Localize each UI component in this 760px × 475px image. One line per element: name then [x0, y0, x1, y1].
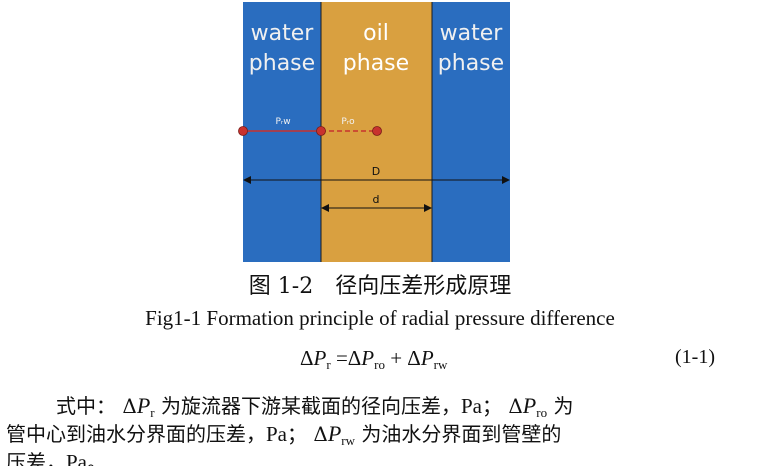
diameter-d-label: d	[373, 193, 380, 206]
oil-phase-label-2: phase	[343, 51, 409, 76]
left-phase-label-2: phase	[249, 51, 315, 76]
left-phase-label-1: water	[251, 21, 315, 46]
diameter-D-label: D	[372, 165, 380, 178]
body-line-1: 式中： ΔPr 为旋流器下游某截面的径向压差，Pa； ΔPro 为	[56, 393, 574, 420]
figure-caption-en: Fig1-1 Formation principle of radial pre…	[145, 306, 615, 330]
figure-caption-cn: 图 1-2 径向压差形成原理	[248, 274, 512, 299]
right-phase-label-1: water	[440, 21, 504, 46]
figure-diagram: water phase oil phase water phase Pᵣw Pᵣ…	[238, 2, 510, 262]
prw-label: Pᵣw	[275, 117, 290, 127]
center-point	[372, 126, 382, 136]
equation: ΔPr =ΔPro + ΔPrw	[300, 346, 448, 372]
water-phase-panel-right	[432, 2, 510, 262]
water-phase-panel-left	[243, 2, 321, 262]
equation-number: (1-1)	[675, 346, 715, 368]
oil-phase-label-1: oil	[363, 21, 389, 46]
page-cut-edge	[0, 466, 760, 475]
interface-point	[316, 126, 326, 136]
wall-point	[238, 126, 248, 136]
right-phase-label-2: phase	[438, 51, 504, 76]
body-line-2: 管中心到油水分界面的压差，Pa； ΔPrw 为油水分界面到管壁的	[6, 421, 562, 448]
pro-label: Pᵣo	[341, 117, 355, 127]
